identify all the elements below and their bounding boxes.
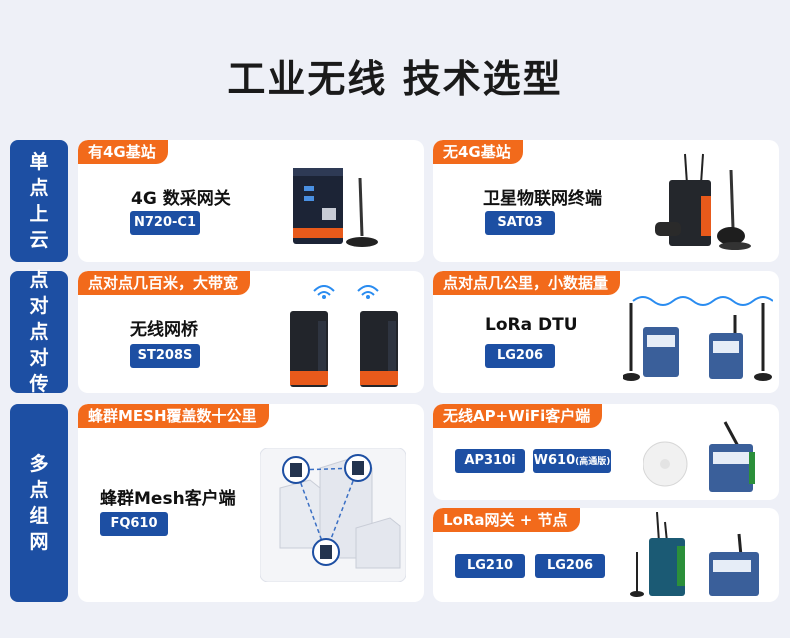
card-tag: LoRa网关 + 节点 (433, 508, 580, 532)
bridge-device-image (278, 285, 408, 389)
side-char: 点 (29, 177, 49, 199)
side-char: 上 (29, 203, 49, 225)
model-badge[interactable]: N720-C1 (130, 211, 200, 235)
ap-device-image (643, 418, 773, 498)
satellite-device-image (645, 150, 770, 258)
card-mesh-client[interactable]: 蜂群MESH覆盖数十公里 蜂群Mesh客户端 FQ610 (78, 404, 424, 602)
side-label-single-point-cloud: 单点上云 (10, 140, 68, 262)
side-char: 云 (29, 229, 49, 251)
card-wireless-bridge[interactable]: 点对点几百米，大带宽 无线网桥 ST208S (78, 271, 424, 393)
model-badge[interactable]: FQ610 (100, 512, 168, 536)
card-4g-gateway[interactable]: 有4G基站 4G 数采网关 N720-C1 (78, 140, 424, 262)
model-badge-lg210[interactable]: LG210 (455, 554, 525, 578)
lora-gateway-device-image (629, 512, 769, 600)
product-name: 4G 数采网关 (131, 189, 231, 209)
model-badge-ap310i[interactable]: AP310i (455, 449, 525, 473)
model-badge-sub: (高通版) (575, 457, 611, 467)
side-label-point-to-point: 点对点对传 (10, 269, 68, 395)
card-tag: 无4G基站 (433, 140, 523, 164)
product-name: LoRa DTU (485, 315, 578, 335)
side-char: 点 (29, 321, 49, 343)
side-char: 传 (29, 373, 49, 395)
side-label-multipoint-network: 多点组网 (10, 404, 68, 602)
card-lora-gateway-node[interactable]: LoRa网关 + 节点 LG210 LG206 (433, 508, 779, 602)
card-lora-dtu[interactable]: 点对点几公里，小数据量 LoRa DTU LG206 (433, 271, 779, 393)
side-char: 组 (29, 505, 49, 527)
model-badge-w610[interactable]: W610(高通版) (533, 449, 611, 473)
product-name: 无线网桥 (130, 320, 198, 340)
card-tag: 点对点几公里，小数据量 (433, 271, 621, 295)
side-char: 网 (29, 531, 49, 553)
gateway-device-image (290, 158, 410, 258)
card-tag: 无线AP+WiFi客户端 (433, 404, 603, 428)
model-badge[interactable]: SAT03 (485, 211, 555, 235)
card-tag: 有4G基站 (78, 140, 168, 164)
product-name: 卫星物联网终端 (483, 189, 602, 209)
model-badge-label: W610 (533, 453, 576, 468)
card-satellite-terminal[interactable]: 无4G基站 卫星物联网终端 SAT03 (433, 140, 779, 262)
side-char: 对 (29, 295, 49, 317)
product-name: 蜂群Mesh客户端 (100, 489, 236, 509)
side-char: 点 (29, 269, 49, 291)
side-char: 点 (29, 479, 49, 501)
model-badge-lg206[interactable]: LG206 (535, 554, 605, 578)
side-char: 对 (29, 347, 49, 369)
side-char: 多 (29, 453, 49, 475)
card-tag: 点对点几百米，大带宽 (78, 271, 251, 295)
mesh-network-illustration (260, 448, 406, 582)
card-wireless-ap[interactable]: 无线AP+WiFi客户端 AP310i W610(高通版) (433, 404, 779, 500)
model-badge[interactable]: ST208S (130, 344, 200, 368)
card-tag: 蜂群MESH覆盖数十公里 (78, 404, 269, 428)
lora-dtu-device-image (623, 291, 773, 391)
side-char: 单 (29, 151, 49, 173)
model-badge[interactable]: LG206 (485, 344, 555, 368)
page-title: 工业无线 技术选型 (227, 57, 563, 101)
